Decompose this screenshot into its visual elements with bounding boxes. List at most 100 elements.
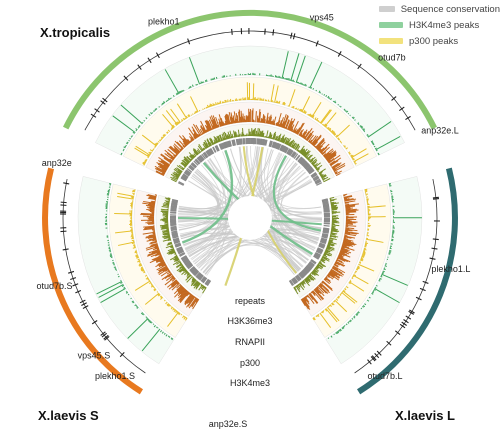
signal-bar-h3k4me3	[171, 338, 172, 339]
repeat-mark	[241, 138, 242, 144]
signal-bar-h3k4me3	[123, 149, 124, 150]
signal-bar-h3k4me3	[155, 110, 156, 111]
signal-bar-h3k4me3	[136, 305, 137, 306]
exon-tick	[63, 183, 69, 184]
genome-title-laevis-s: X.laevis S	[38, 408, 99, 423]
signal-bar-h3k4me3	[110, 255, 112, 256]
signal-bar-p300	[171, 307, 172, 308]
signal-bar-h3k4me3	[115, 269, 116, 270]
signal-bar-h3k36me3	[263, 133, 264, 137]
signal-bar-p300	[296, 108, 297, 110]
signal-bar-p300	[133, 190, 135, 191]
exon-tick	[232, 29, 233, 35]
signal-bar-h3k4me3	[379, 280, 381, 281]
signal-bar-p300	[147, 157, 148, 158]
signal-bar-p300	[365, 190, 367, 191]
signal-bar-h3k4me3	[162, 104, 163, 105]
signal-bar-p300	[154, 147, 155, 148]
signal-bar-h3k4me3	[118, 276, 119, 277]
exon-tick	[338, 51, 341, 56]
signal-bar-p300	[308, 114, 309, 115]
signal-bar-p300	[365, 243, 368, 244]
signal-bar-h3k4me3	[367, 136, 368, 137]
signal-bar-h3k4me3	[382, 272, 383, 273]
signal-bar-h3k4me3	[143, 314, 144, 315]
signal-bar-h3k4me3	[289, 78, 290, 80]
signal-bar-h3k4me3	[324, 94, 325, 95]
signal-bar-p300	[355, 163, 356, 164]
signal-bar-rnapii	[274, 123, 275, 125]
exon-tick	[273, 29, 274, 35]
signal-bar-p300	[349, 153, 350, 154]
exon-tick	[430, 258, 436, 259]
signal-bar-h3k36me3	[243, 128, 244, 136]
gene-label-plekho1: plekho1	[148, 16, 180, 26]
signal-bar-p300	[365, 191, 367, 192]
repeat-mark	[324, 225, 330, 226]
signal-bar-p300	[181, 314, 182, 315]
legend-item-p300: p300 peaks	[379, 34, 500, 48]
signal-bar-p300	[193, 114, 194, 115]
track-label-rnapii: RNAPII	[235, 337, 265, 347]
gene-label-anp32e-L: anp32e.L	[421, 125, 459, 135]
signal-bar-p300	[174, 309, 175, 310]
exon-tick	[81, 303, 86, 306]
signal-bar-p300	[157, 292, 158, 293]
legend-swatch-conservation	[379, 6, 395, 12]
signal-bar-rnapii	[256, 111, 257, 122]
signal-bar-p300	[161, 139, 162, 140]
signal-bar-p300	[318, 314, 319, 315]
signal-bar-h3k4me3	[346, 111, 347, 112]
signal-bar-h3k4me3	[114, 267, 116, 268]
signal-bar-h3k4me3	[167, 100, 168, 101]
exon-tick	[91, 114, 96, 117]
signal-bar-p300	[329, 306, 330, 307]
signal-bar-p300	[356, 269, 357, 270]
signal-bar-h3k4me3	[110, 256, 112, 257]
signal-bar-h3k36me3	[168, 198, 171, 199]
signal-bar-p300	[184, 316, 185, 317]
signal-bar-h3k4me3	[152, 112, 153, 113]
signal-bar-p300	[359, 263, 361, 264]
exon-tick	[95, 109, 100, 112]
signal-bar-p300	[186, 317, 187, 318]
signal-bar-p300	[352, 278, 353, 279]
signal-bar-p300	[150, 152, 151, 153]
signal-bar-p300	[150, 282, 151, 283]
signal-bar-h3k4me3	[335, 102, 336, 103]
signal-bar-p300	[154, 287, 155, 288]
signal-bar-h3k4me3	[156, 327, 157, 328]
exon-tick	[432, 248, 438, 249]
exon-tick	[61, 202, 67, 203]
signal-bar-h3k4me3	[298, 82, 299, 83]
signal-bar-p300	[144, 271, 145, 272]
signal-bar-p300	[319, 121, 320, 122]
signal-bar-p300	[341, 293, 342, 294]
signal-bar-h3k4me3	[344, 326, 345, 327]
legend-item-conservation: Sequence conservation	[379, 2, 500, 16]
gene-label-plekho1-L: plekho1.L	[431, 264, 470, 274]
signal-bar-h3k4me3	[329, 97, 330, 98]
track-label-h3k4me3: H3K4me3	[230, 378, 270, 388]
signal-bar-p300	[135, 252, 137, 253]
signal-bar-h3k4me3	[328, 338, 329, 339]
signal-bar-h3k4me3	[341, 106, 342, 107]
signal-bar-h3k4me3	[196, 84, 197, 85]
signal-bar-h3k4me3	[334, 334, 335, 335]
signal-bar-h3k4me3	[153, 324, 154, 325]
signal-bar-p300	[334, 301, 335, 302]
signal-bar-p300	[360, 262, 361, 263]
signal-bar-p300	[164, 300, 165, 301]
exon-tick	[148, 58, 151, 63]
exon-tick	[402, 322, 407, 325]
signal-bar-h3k4me3	[361, 308, 362, 309]
legend-label-p300: p300 peaks	[409, 36, 458, 47]
signal-bar-h3k4me3	[159, 106, 160, 107]
gene-label-anp32e: anp32e	[42, 158, 72, 168]
legend-label-h3k4me3: H3K4me3 peaks	[409, 20, 479, 31]
signal-bar-p300	[344, 145, 345, 146]
signal-bar-h3k4me3	[132, 136, 133, 137]
legend-swatch-p300	[379, 38, 403, 44]
signal-bar-p300	[323, 125, 324, 126]
